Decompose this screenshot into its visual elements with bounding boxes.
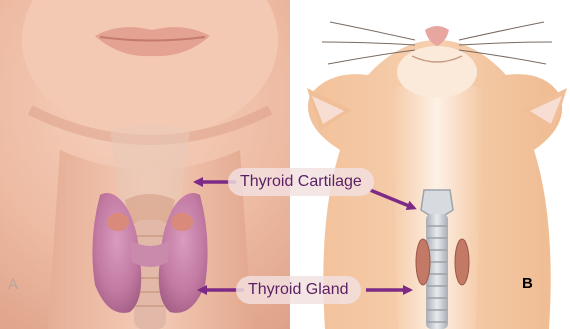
panel-label-b: B: [522, 275, 533, 292]
cat-thyroid-left-lobe: [416, 239, 430, 285]
human-parathyroid-right: [171, 213, 193, 231]
thyroid-cartilage-label: Thyroid Cartilage: [228, 168, 374, 196]
panel-label-a: A: [8, 276, 18, 293]
thyroid-gland-label: Thyroid Gland: [236, 276, 361, 304]
human-parathyroid-left: [107, 213, 129, 231]
cat-chin: [397, 46, 477, 98]
cat-thyroid-right-lobe: [455, 239, 469, 285]
